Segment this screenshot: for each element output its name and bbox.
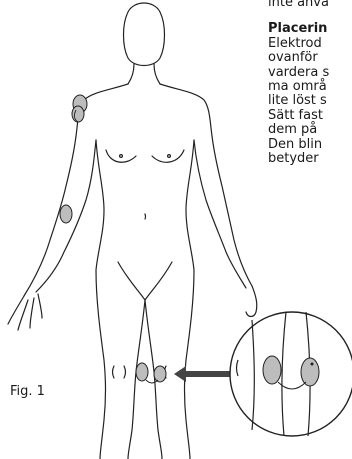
body-line: betyder — [268, 152, 352, 166]
electrode-arm — [60, 205, 72, 223]
waist-right — [186, 140, 194, 270]
body-line: lite löst s — [268, 94, 352, 108]
body-line: ma områ — [268, 80, 352, 94]
section-heading: Placerin — [268, 22, 352, 36]
zoom-detail — [230, 312, 352, 436]
body-line: ovanför — [268, 51, 352, 65]
electrode-shoulder-b — [72, 106, 84, 122]
left-hand — [8, 294, 42, 330]
groin-lines — [118, 262, 172, 300]
torso-right-outline — [160, 84, 252, 286]
body-line: dem på — [268, 123, 352, 137]
right-leg-outer — [185, 270, 195, 459]
zoom-arrow — [174, 366, 230, 382]
body-line: Sätt fast — [268, 109, 352, 123]
neck-outline — [128, 64, 160, 84]
electrode-knee-b — [154, 366, 166, 382]
chest-left — [106, 150, 136, 162]
body-line: Den blin — [268, 138, 352, 152]
right-hand — [246, 286, 257, 317]
instruction-text: inte anvä Placerin Elektrod ovanför vard… — [268, 0, 352, 166]
body-line: vardera s — [268, 66, 352, 80]
body-line: Elektrod — [268, 37, 352, 51]
waist-left — [96, 140, 104, 270]
figure-label: Fig. 1 — [10, 384, 45, 399]
electrode-knee-a — [136, 363, 148, 381]
left-leg-outer — [96, 270, 106, 459]
right-inner-arm — [194, 140, 246, 288]
head-outline — [124, 3, 165, 66]
intro-line: inte anvä — [268, 0, 352, 10]
